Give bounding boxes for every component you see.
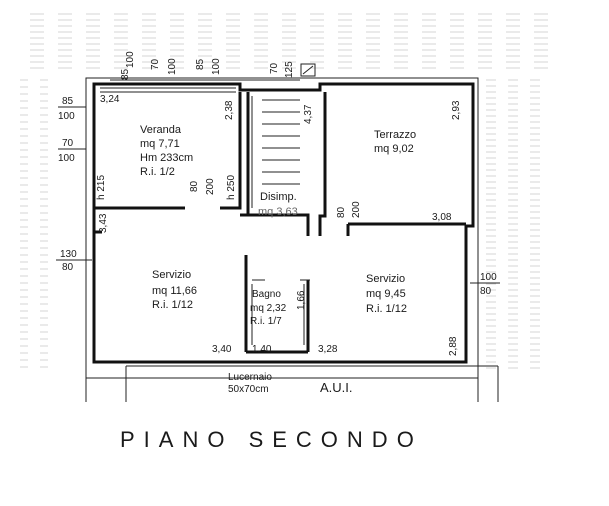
dim-label: 4,37 [303,104,314,124]
dim-label: 1,40 [252,344,272,355]
dim-label: 100 [167,58,178,75]
terrazzo-area: mq 9,02 [374,143,414,155]
aui-label: A.U.I. [320,380,353,395]
dim-label: 70 [62,138,74,149]
svg-text:50x70cm: 50x70cm [228,384,269,395]
dim-label: h 215 [96,175,107,200]
veranda-name: Veranda [140,124,182,136]
dim-label: 85 [120,68,131,80]
dim-label: 3,43 [98,213,109,233]
dim-label: 70 [150,58,161,70]
dim-label: 85 [62,96,74,107]
dim-label: 80 [480,286,492,297]
servizio-left-ratio: R.i. 1/12 [152,299,193,311]
servizio-left-name: Servizio [152,269,191,281]
bagno-name: Bagno [252,289,281,300]
dim-label: 85 [195,58,206,70]
room-veranda: Veranda mq 7,71 Hm 233cm R.i. 1/2 [140,124,193,178]
building-outline [85,63,499,402]
dimension-labels: 3,24 2,38 4,37 2,93 3,08 3,43 3,40 1,40 … [56,51,500,356]
room-disimpegno: Disimp. mq 3,63 [258,191,298,218]
dim-label: 70 [269,62,280,74]
dim-label: 80 [62,262,74,273]
dim-label: 125 [284,61,295,78]
room-servizio-left: Servizio mq 11,66 R.i. 1/12 [152,269,197,311]
dim-label: h 250 [226,175,237,200]
bagno-ratio: R.i. 1/7 [250,316,282,327]
servizio-right-area: mq 9,45 [366,288,406,300]
outer-wall [92,82,475,364]
lucernaio-label: Lucernaio 50x70cm [228,372,272,395]
veranda-area: mq 7,71 [140,138,180,150]
dim-label: 3,24 [100,94,120,105]
dim-label: 200 [205,178,216,195]
servizio-right-ratio: R.i. 1/12 [366,303,407,315]
veranda-height: Hm 233cm [140,152,193,164]
disimpegno-name: Disimp. [260,191,297,203]
dim-label: 3,40 [212,344,232,355]
room-bagno: Bagno mq 2,32 R.i. 1/7 [250,289,287,327]
disimpegno-area: mq 3,63 [258,206,298,218]
room-terrazzo: Terrazzo mq 9,02 [374,129,416,155]
svg-text:Lucernaio: Lucernaio [228,372,272,383]
dim-label: 3,08 [432,212,452,223]
dim-label: 2,88 [448,336,459,356]
dim-label: 2,93 [451,100,462,120]
bagno-area: mq 2,32 [250,303,287,314]
dim-label: 100 [480,272,497,283]
dim-label: 3,28 [318,344,338,355]
room-servizio-right: Servizio mq 9,45 R.i. 1/12 [366,273,407,315]
servizio-left-area: mq 11,66 [152,285,197,297]
dim-label: 80 [336,206,347,218]
dim-label: 2,38 [224,100,235,120]
background-hatching [20,13,548,369]
dim-label: 100 [125,51,136,68]
dim-label: 100 [211,58,222,75]
dim-label: 80 [189,180,200,192]
dim-label: 130 [60,249,77,260]
page-title: PIANO SECONDO [120,427,423,452]
servizio-right-name: Servizio [366,273,405,285]
veranda-ratio: R.i. 1/2 [140,166,175,178]
dim-label: 1,66 [296,290,307,310]
dim-label: 100 [58,153,75,164]
terrazzo-name: Terrazzo [374,129,416,141]
dim-label: 100 [58,111,75,122]
dim-label: 200 [351,201,362,218]
